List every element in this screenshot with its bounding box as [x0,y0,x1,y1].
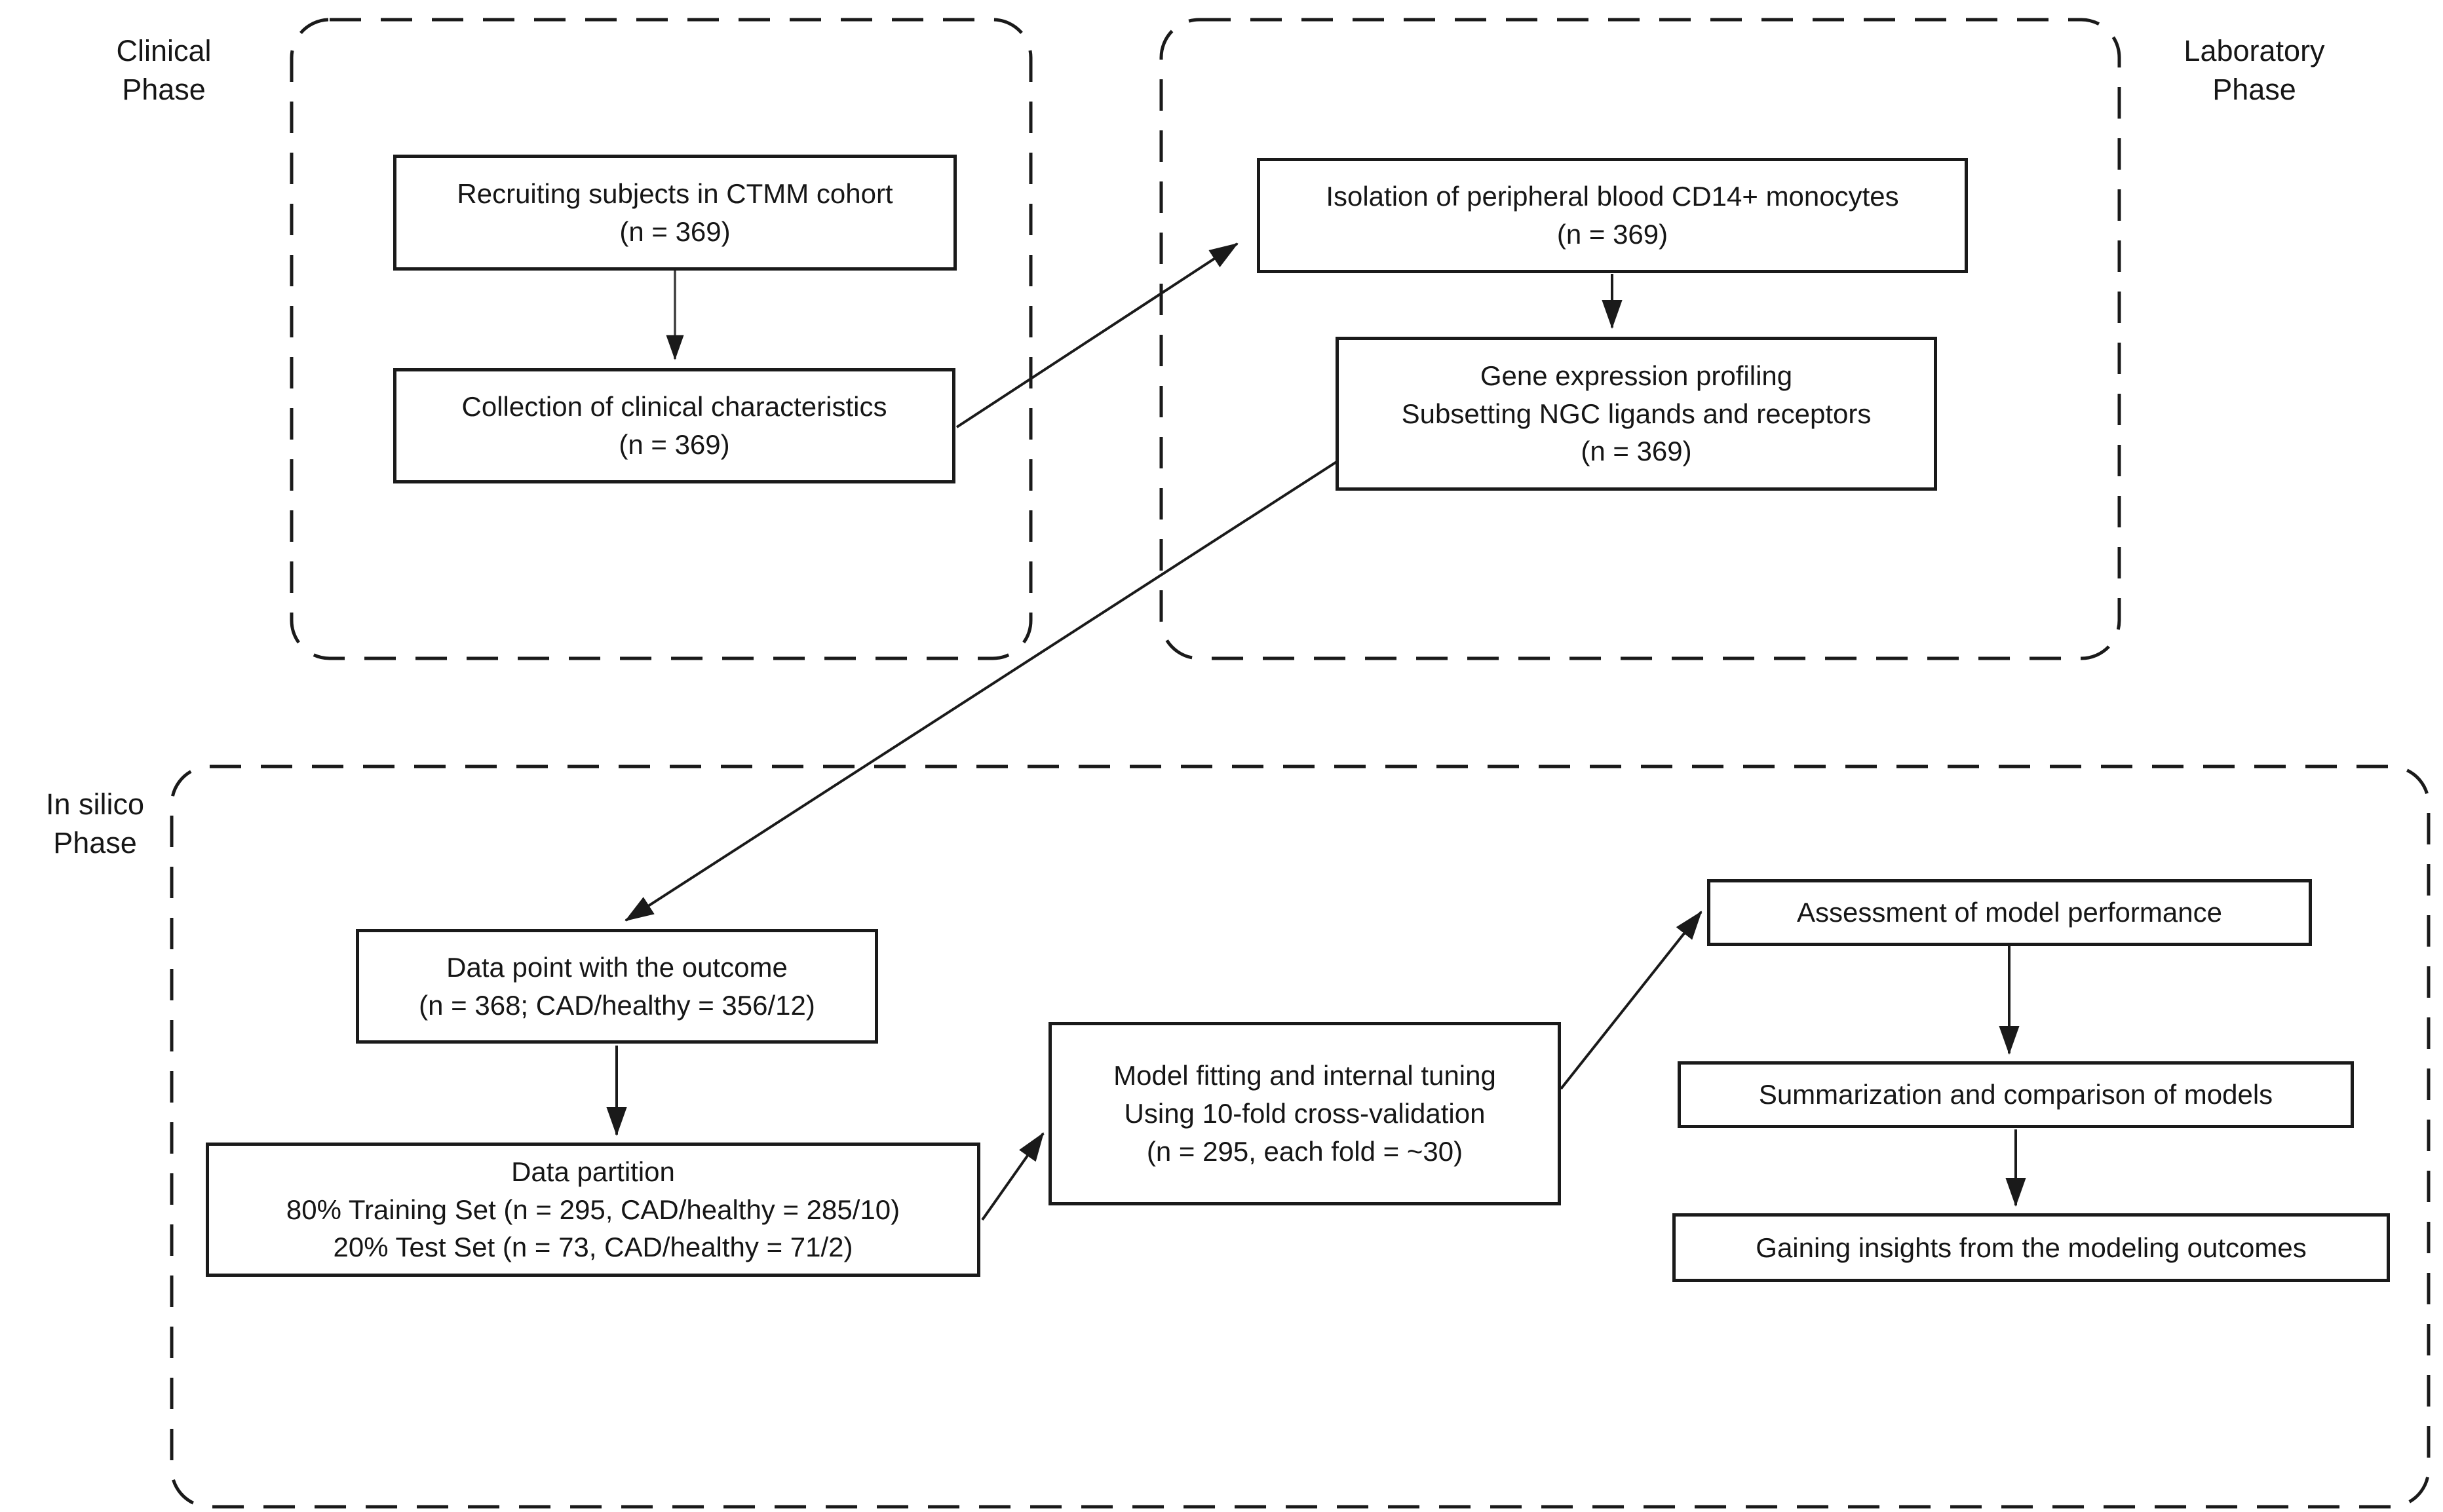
node-model-fitting-line2: Using 10-fold cross-validation [1124,1098,1486,1129]
node-model-fitting-line1: Model fitting and internal tuning [1113,1060,1496,1091]
node-data-point: Data point with the outcome (n = 368; CA… [356,929,878,1044]
arrow-data-partition-to-model-fitting [981,1132,1045,1221]
arrow-model-fitting-to-assessment [1560,911,1702,1090]
node-gene-profiling-line2: Subsetting NGC ligands and receptors [1401,398,1872,429]
in-silico-phase-label-line2: Phase [53,826,137,860]
arrow-collection-to-isolation [955,242,1239,428]
clinical-phase-label-line2: Phase [122,73,206,107]
clinical-phase-label: Clinical Phase [82,31,246,109]
node-gene-profiling-line1: Gene expression profiling [1480,360,1793,391]
node-data-point-line2: (n = 368; CAD/healthy = 356/12) [419,989,815,1021]
laboratory-phase-label: Laboratory Phase [2156,31,2353,109]
clinical-phase-container [290,18,1033,660]
node-data-point-line1: Data point with the outcome [446,951,788,983]
node-model-fitting-line3: (n = 295, each fold = ~30) [1146,1135,1463,1167]
node-gaining-insights: Gaining insights from the modeling outco… [1672,1213,2390,1282]
arrow-gene-profiling-to-data-point [625,454,1348,922]
in-silico-phase-container [170,765,2431,1509]
node-gene-profiling: Gene expression profiling Subsetting NGC… [1336,337,1937,491]
node-model-fitting: Model fitting and internal tuning Using … [1048,1022,1561,1205]
node-summarization-line1: Summarization and comparison of models [1758,1079,2273,1110]
node-data-partition-line3: 20% Test Set (n = 73, CAD/healthy = 71/2… [333,1232,853,1263]
node-summarization: Summarization and comparison of models [1678,1061,2354,1128]
node-recruiting-line2: (n = 369) [619,216,731,247]
node-isolation: Isolation of peripheral blood CD14+ mono… [1257,158,1968,273]
node-assessment-line1: Assessment of model performance [1797,897,2222,928]
node-gaining-insights-line1: Gaining insights from the modeling outco… [1756,1232,2307,1263]
node-data-partition-line1: Data partition [511,1156,675,1187]
node-isolation-line2: (n = 369) [1556,219,1668,250]
laboratory-phase-label-line2: Phase [2212,73,2296,107]
node-data-partition: Data partition 80% Training Set (n = 295… [206,1143,980,1277]
node-isolation-line1: Isolation of peripheral blood CD14+ mono… [1326,181,1899,212]
laboratory-phase-label-line1: Laboratory [2183,34,2325,67]
node-collection: Collection of clinical characteristics (… [393,368,955,483]
in-silico-phase-label: In silico Phase [13,785,177,863]
laboratory-phase-container [1159,18,2121,660]
node-collection-line1: Collection of clinical characteristics [461,391,887,423]
node-collection-line2: (n = 369) [619,429,730,460]
in-silico-phase-label-line1: In silico [45,787,145,821]
node-recruiting-line1: Recruiting subjects in CTMM cohort [457,178,893,209]
node-assessment: Assessment of model performance [1707,879,2312,946]
node-gene-profiling-line3: (n = 369) [1581,436,1692,467]
node-recruiting: Recruiting subjects in CTMM cohort (n = … [393,155,957,271]
clinical-phase-label-line1: Clinical [116,34,212,67]
node-data-partition-line2: 80% Training Set (n = 295, CAD/healthy =… [286,1194,900,1225]
